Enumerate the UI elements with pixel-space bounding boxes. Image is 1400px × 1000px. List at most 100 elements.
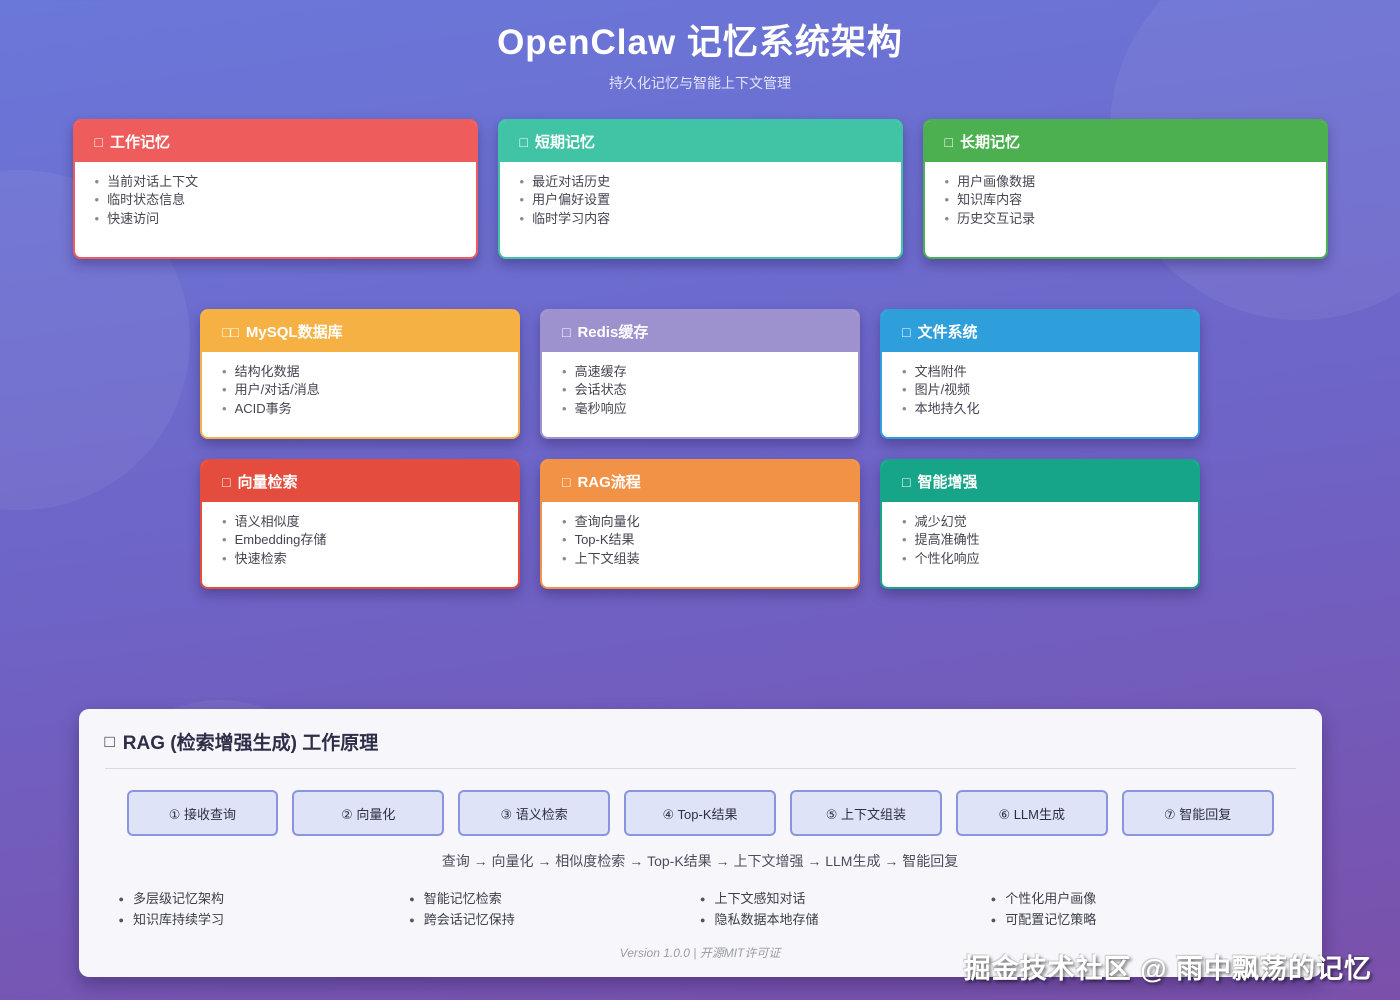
card-title: 智能增强 (917, 474, 978, 491)
card-long-term-memory: □ 长期记忆 用户画像数据 知识库内容 历史交互记录 (922, 119, 1328, 259)
card-item: 查询向量化 (560, 513, 840, 531)
card-title: 长期记忆 (959, 134, 1020, 151)
rag-step-semantic-search: ③ 语义检索 (458, 790, 611, 836)
card-item: 本地持久化 (900, 400, 1180, 418)
card-file-system: □ 文件系统 文档附件 图片/视频 本地持久化 (880, 309, 1200, 439)
rag-explainer-panel: □ RAG (检索增强生成) 工作原理 ① 接收查询 ② 向量化 ③ 语义检索 … (78, 709, 1322, 977)
card-item-list: 用户画像数据 知识库内容 历史交互记录 (925, 162, 1326, 228)
card-item: 快速访问 (93, 210, 458, 228)
rag-step-vectorize: ② 向量化 (292, 790, 445, 836)
card-redis-cache: □ Redis缓存 高速缓存 会话状态 毫秒响应 (540, 309, 860, 439)
card-item: 用户偏好设置 (518, 191, 883, 209)
card-item-list: 减少幻觉 提高准确性 个性化响应 (882, 502, 1198, 568)
placeholder-emoji-icon: □ (944, 133, 953, 150)
card-item: Embedding存储 (220, 531, 500, 549)
card-item: 毫秒响应 (560, 400, 840, 418)
card-title: 短期记忆 (534, 134, 595, 151)
feature-item: 智能记忆检索 (409, 889, 700, 910)
card-header: □ 向量检索 (202, 461, 518, 502)
card-item: 提高准确性 (900, 531, 1180, 549)
rag-panel-title: □ RAG (检索增强生成) 工作原理 (104, 728, 1296, 769)
card-title: 工作记忆 (109, 134, 170, 151)
page-subtitle: 持久化记忆与智能上下文管理 (609, 75, 791, 91)
page-title: OpenClaw 记忆系统架构 (497, 23, 903, 62)
card-title: MySQL数据库 (245, 324, 343, 341)
placeholder-emoji-icon: □ (902, 473, 911, 490)
card-item: 图片/视频 (900, 381, 1180, 399)
card-item: 临时学习内容 (518, 210, 883, 228)
rag-panel-title-text: RAG (检索增强生成) 工作原理 (122, 733, 379, 754)
placeholder-emoji-icon: □ (562, 473, 571, 490)
card-item: 文档附件 (900, 363, 1180, 381)
card-header: □ 短期记忆 (499, 121, 901, 162)
card-header: □ 工作记忆 (74, 121, 476, 162)
intelligence-row: □ 向量检索 语义相似度 Embedding存储 快速检索 □ RAG流程 查询… (0, 459, 1400, 589)
placeholder-emoji-icon: □ (104, 731, 115, 751)
version-footer: Version 1.0.0 | 开源MIT许可证 (619, 945, 781, 960)
rag-step-context-assembly: ⑤ 上下文组装 (789, 790, 942, 836)
card-item: 个性化响应 (900, 550, 1180, 568)
card-item: 临时状态信息 (93, 191, 458, 209)
card-item-list: 高速缓存 会话状态 毫秒响应 (542, 352, 858, 418)
placeholder-emoji-icon: □ (562, 323, 571, 340)
storage-row: □□ MySQL数据库 结构化数据 用户/对话/消息 ACID事务 □ Redi… (0, 309, 1400, 439)
rag-step-smart-reply: ⑦ 智能回复 (1121, 790, 1274, 836)
card-title: 向量检索 (237, 474, 298, 491)
feature-column-retrieval: 智能记忆检索 跨会话记忆保持 (409, 889, 700, 931)
card-header: □ RAG流程 (542, 461, 858, 502)
feature-item: 个性化用户画像 (991, 889, 1282, 910)
card-intelligence-enhancement: □ 智能增强 减少幻觉 提高准确性 个性化响应 (880, 459, 1200, 589)
feature-item: 上下文感知对话 (700, 889, 991, 910)
card-item-list: 查询向量化 Top-K结果 上下文组装 (542, 502, 858, 568)
card-item: 历史交互记录 (943, 210, 1308, 228)
card-mysql-database: □□ MySQL数据库 结构化数据 用户/对话/消息 ACID事务 (200, 309, 520, 439)
card-item: 知识库内容 (943, 191, 1308, 209)
card-item: 上下文组装 (560, 550, 840, 568)
card-item: 当前对话上下文 (93, 173, 458, 191)
card-header: □ Redis缓存 (542, 311, 858, 352)
card-header: □ 文件系统 (882, 311, 1198, 352)
card-vector-search: □ 向量检索 语义相似度 Embedding存储 快速检索 (200, 459, 520, 589)
card-rag-pipeline: □ RAG流程 查询向量化 Top-K结果 上下文组装 (540, 459, 860, 589)
placeholder-emoji-icon: □ (902, 323, 911, 340)
rag-step-llm-generate: ⑥ LLM生成 (955, 790, 1108, 836)
card-item-list: 当前对话上下文 临时状态信息 快速访问 (75, 162, 476, 228)
community-watermark: 掘金技术社区 @ 雨中飘荡的记忆 (963, 954, 1372, 984)
card-header: □ 长期记忆 (924, 121, 1326, 162)
card-working-memory: □ 工作记忆 当前对话上下文 临时状态信息 快速访问 (72, 119, 478, 259)
card-item-list: 结构化数据 用户/对话/消息 ACID事务 (202, 352, 518, 418)
card-item-list: 语义相似度 Embedding存储 快速检索 (202, 502, 518, 568)
card-item: 高速缓存 (560, 363, 840, 381)
feature-item: 可配置记忆策略 (991, 910, 1282, 931)
memory-tiers-row: □ 工作记忆 当前对话上下文 临时状态信息 快速访问 □ 短期记忆 最近对话历史… (0, 119, 1400, 259)
feature-item: 跨会话记忆保持 (409, 910, 700, 931)
feature-column-personalization: 个性化用户画像 可配置记忆策略 (991, 889, 1282, 931)
card-item: 结构化数据 (220, 363, 500, 381)
placeholder-emoji-icon: □□ (222, 323, 239, 340)
rag-step-receive-query: ① 接收查询 (126, 790, 279, 836)
feature-column-context: 上下文感知对话 隐私数据本地存储 (700, 889, 991, 931)
card-item: ACID事务 (220, 400, 500, 418)
placeholder-emoji-icon: □ (222, 473, 231, 490)
feature-column-memory: 多层级记忆架构 知识库持续学习 (119, 889, 410, 931)
card-item-list: 最近对话历史 用户偏好设置 临时学习内容 (500, 162, 901, 228)
card-item: 减少幻觉 (900, 513, 1180, 531)
card-item: 快速检索 (220, 550, 500, 568)
feature-item: 多层级记忆架构 (119, 889, 410, 910)
card-title: RAG流程 (577, 474, 641, 491)
card-item: 会话状态 (560, 381, 840, 399)
card-item: Top-K结果 (560, 531, 840, 549)
rag-features: 多层级记忆架构 知识库持续学习 智能记忆检索 跨会话记忆保持 上下文感知对话 隐… (105, 889, 1296, 931)
placeholder-emoji-icon: □ (94, 133, 103, 150)
card-title: 文件系统 (917, 324, 978, 341)
card-item-list: 文档附件 图片/视频 本地持久化 (882, 352, 1198, 418)
feature-item: 隐私数据本地存储 (700, 910, 991, 931)
card-short-term-memory: □ 短期记忆 最近对话历史 用户偏好设置 临时学习内容 (497, 119, 903, 259)
card-item: 语义相似度 (220, 513, 500, 531)
feature-item: 知识库持续学习 (119, 910, 410, 931)
card-title: Redis缓存 (577, 324, 649, 341)
card-item: 最近对话历史 (518, 173, 883, 191)
placeholder-emoji-icon: □ (519, 133, 528, 150)
card-item: 用户画像数据 (943, 173, 1308, 191)
card-header: □□ MySQL数据库 (202, 311, 518, 352)
